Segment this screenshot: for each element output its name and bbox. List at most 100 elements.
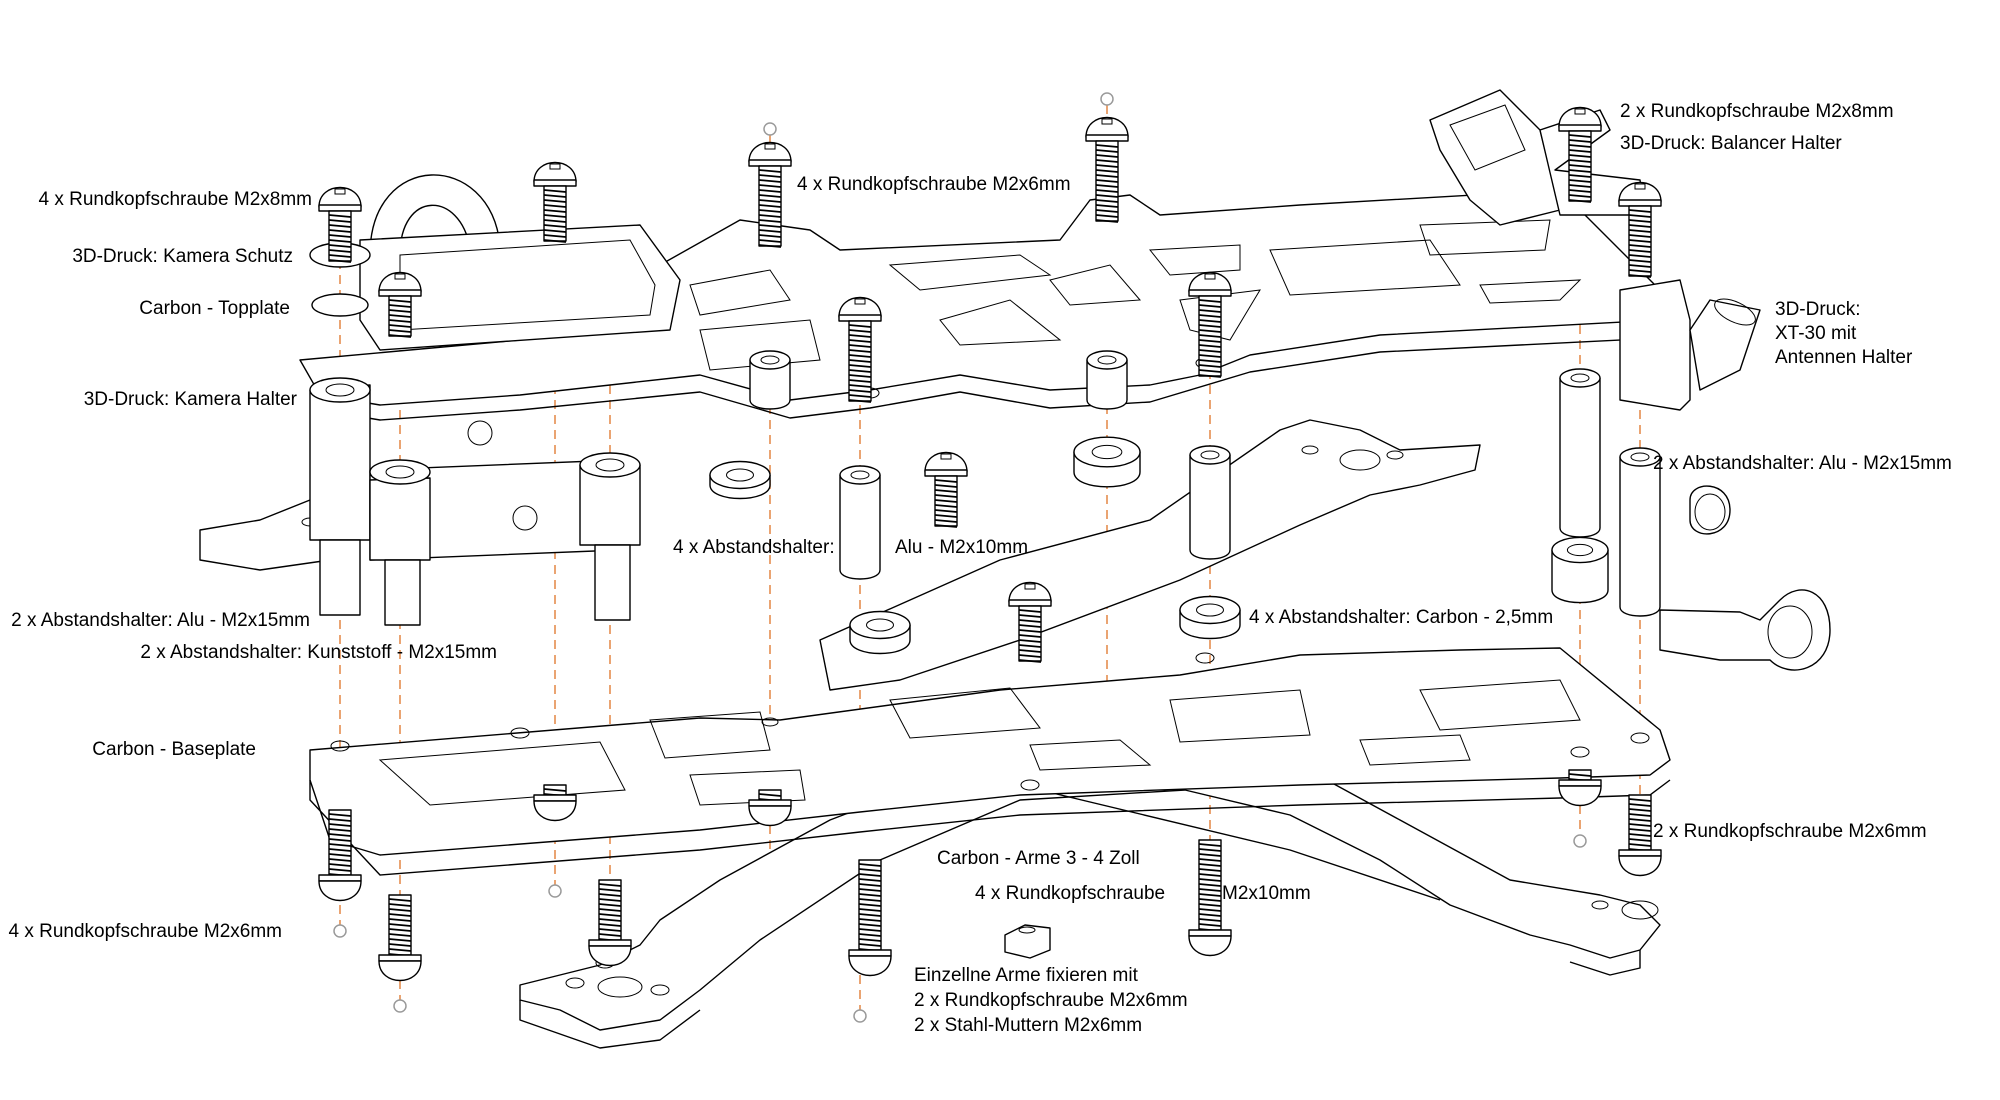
screw-thread xyxy=(758,224,782,228)
screw-thread xyxy=(1095,164,1119,168)
screw-thread xyxy=(543,194,567,198)
screw-thread xyxy=(1628,214,1652,218)
standoff xyxy=(1086,350,1128,410)
label-single-arms-1: Einzellne Arme fixieren mit xyxy=(914,965,1139,986)
screw-thread xyxy=(328,234,352,238)
screw-thread xyxy=(758,239,782,243)
screw-head-rim xyxy=(533,794,577,802)
screw-thread xyxy=(543,788,567,792)
screw-thread xyxy=(1628,798,1652,802)
label-screws-bottom-left: 4 x Rundkopfschraube M2x6mm xyxy=(8,921,282,942)
screw-thread xyxy=(1095,159,1119,163)
screw-thread xyxy=(328,833,352,837)
screw-thread xyxy=(758,793,782,797)
standoff-body xyxy=(1086,359,1128,410)
label-screws-bottom-right: 2 x Rundkopfschraube M2x6mm xyxy=(1653,821,1927,842)
screw-thread xyxy=(934,504,958,508)
screw-thread xyxy=(1568,773,1592,777)
screw-thread xyxy=(934,514,958,518)
screw-thread xyxy=(328,249,352,253)
screw-thread xyxy=(1198,858,1222,862)
standoff-top xyxy=(1179,595,1241,625)
screw-thread xyxy=(758,194,782,198)
screw-thread xyxy=(1568,184,1592,188)
screw-head xyxy=(924,451,968,473)
screw-thread xyxy=(1628,229,1652,233)
hex-socket xyxy=(549,163,561,170)
screw-thread xyxy=(388,314,412,318)
screw-thread xyxy=(598,928,622,932)
screw-thread xyxy=(934,479,958,483)
screw-thread xyxy=(858,933,882,937)
screw-thread xyxy=(848,374,872,378)
screw-thread xyxy=(934,494,958,498)
screw-thread xyxy=(1198,314,1222,318)
screw-thread xyxy=(848,399,872,403)
standoff-top xyxy=(1551,536,1609,564)
screw-thread xyxy=(1628,249,1652,253)
screw-thread xyxy=(1198,339,1222,343)
screw-thread xyxy=(858,913,882,917)
screw-thread xyxy=(543,224,567,228)
screw-thread xyxy=(598,893,622,897)
screw-head xyxy=(1188,935,1232,957)
screw-thread xyxy=(388,334,412,338)
screw-thread xyxy=(848,344,872,348)
screw-thread xyxy=(1198,853,1222,857)
screw-thread xyxy=(858,908,882,912)
label-standoffs-alu-15-left: 2 x Abstandshalter: Alu - M2x15mm xyxy=(11,610,310,631)
screw-thread xyxy=(1628,239,1652,243)
screw-thread xyxy=(1198,374,1222,378)
screw-thread xyxy=(1198,848,1222,852)
screw-thread xyxy=(543,234,567,238)
screw-thread xyxy=(328,843,352,847)
screw-head-rim xyxy=(848,949,892,957)
screw-head-rim xyxy=(1618,849,1662,857)
screw-head xyxy=(1558,106,1602,128)
screw-thread xyxy=(1198,359,1222,363)
screw-thread xyxy=(934,509,958,513)
screw-thread xyxy=(388,928,412,932)
screw-head-rim xyxy=(533,179,577,187)
screw-thread xyxy=(1095,214,1119,218)
label-xt30-1: 3D-Druck: xyxy=(1775,299,1861,320)
screw-head-rim xyxy=(1558,124,1602,132)
screw-thread xyxy=(543,214,567,218)
screw-thread xyxy=(328,848,352,852)
screw-thread xyxy=(1018,639,1042,643)
screw-thread xyxy=(934,489,958,493)
screw-shank xyxy=(1018,605,1042,662)
round-head-screw xyxy=(378,894,422,982)
screw-thread xyxy=(328,224,352,228)
screw-thread xyxy=(328,838,352,842)
screw-thread xyxy=(1628,274,1652,278)
screw-thread xyxy=(1018,644,1042,648)
screw-thread xyxy=(388,898,412,902)
screw-thread xyxy=(388,903,412,907)
screw-head xyxy=(848,955,892,977)
screw-thread xyxy=(1095,199,1119,203)
screw-thread xyxy=(1198,868,1222,872)
screw-thread xyxy=(1628,219,1652,223)
screw-thread xyxy=(758,204,782,208)
screw-thread xyxy=(328,254,352,258)
screw-thread xyxy=(1018,649,1042,653)
screw-thread xyxy=(388,324,412,328)
round-head-screw xyxy=(1558,769,1602,807)
screw-thread xyxy=(1628,254,1652,258)
screw-thread xyxy=(848,339,872,343)
screw-head-rim xyxy=(748,159,792,167)
screw-thread xyxy=(1628,259,1652,263)
screw-thread xyxy=(328,863,352,867)
screw-thread xyxy=(598,913,622,917)
screw-thread xyxy=(1628,209,1652,213)
screw-thread xyxy=(388,299,412,303)
round-head-screw xyxy=(378,271,422,338)
screw-thread xyxy=(1198,898,1222,902)
screw-head-rim xyxy=(748,799,792,807)
standoff-top xyxy=(849,610,911,640)
standoff-bore xyxy=(866,618,894,632)
screw-head-rim xyxy=(378,289,422,297)
screw-thread xyxy=(1568,179,1592,183)
part-labels: 4 x Rundkopfschraube M2x8mm 3D-Druck: Ka… xyxy=(8,101,1951,1036)
